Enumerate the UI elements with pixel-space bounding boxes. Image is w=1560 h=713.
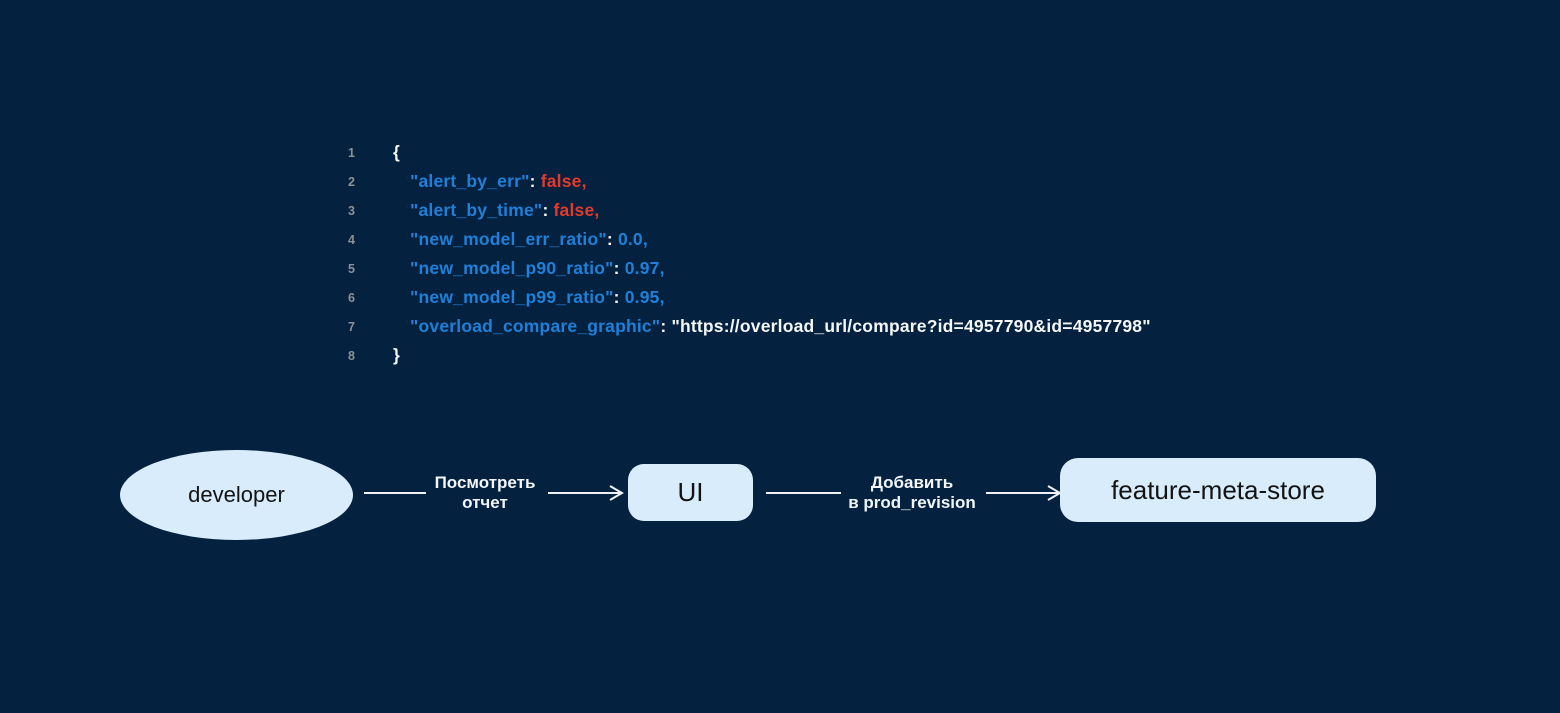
- code-text: "new_model_p90_ratio": 0.97,: [393, 258, 665, 279]
- code-token-bool: false,: [540, 171, 587, 191]
- code-text: "alert_by_err": false,: [393, 171, 587, 192]
- edge-label-view-report: Посмотреть отчет: [420, 473, 550, 513]
- code-token-plain: :: [542, 200, 554, 220]
- line-number: 1: [348, 145, 355, 160]
- code-text: "new_model_p99_ratio": 0.95,: [393, 287, 665, 308]
- connector-line-ui: [766, 492, 841, 494]
- code-token-plain: :: [660, 316, 672, 336]
- edge-label-line: отчет: [462, 493, 508, 512]
- node-developer: developer: [120, 450, 353, 540]
- node-ui-label: UI: [677, 477, 704, 507]
- code-token-num: 0.97,: [624, 258, 665, 278]
- code-token-plain: :: [613, 287, 625, 307]
- line-number: 8: [348, 348, 355, 363]
- connector-line-developer: [364, 492, 426, 494]
- line-number: 6: [348, 290, 355, 305]
- code-token-num: 0.95,: [624, 287, 665, 307]
- arrow-right-icon: [986, 485, 1062, 501]
- code-token-key: "alert_by_err": [410, 171, 530, 191]
- code-token-key: "overload_compare_graphic": [410, 316, 661, 336]
- node-feature-meta-store: feature-meta-store: [1060, 458, 1376, 522]
- code-line: 7 "overload_compare_graphic": "https://ov…: [335, 312, 1151, 341]
- edge-label-add-to-prod-revision: Добавить в prod_revision: [838, 473, 986, 513]
- line-number: 3: [348, 203, 355, 218]
- code-line: 5 "new_model_p90_ratio": 0.97,: [335, 254, 1151, 283]
- code-text: "alert_by_time": false,: [393, 200, 599, 221]
- code-token-key: "new_model_p99_ratio": [410, 287, 614, 307]
- edge-label-line: в prod_revision: [848, 493, 976, 512]
- line-number: 5: [348, 261, 355, 276]
- edge-label-line: Добавить: [870, 473, 954, 492]
- code-token-plain: }: [393, 345, 401, 365]
- code-text: }: [393, 345, 400, 366]
- code-token-key: "new_model_err_ratio": [410, 229, 607, 249]
- code-token-plain: :: [613, 258, 625, 278]
- code-token-plain: :: [606, 229, 618, 249]
- code-line: 6 "new_model_p99_ratio": 0.95,: [335, 283, 1151, 312]
- line-number: 4: [348, 232, 355, 247]
- code-text: {: [393, 142, 400, 163]
- code-line: 1{: [335, 138, 1151, 167]
- node-feature-meta-store-label: feature-meta-store: [1111, 474, 1325, 505]
- code-token-plain: {: [393, 142, 401, 162]
- code-line: 3 "alert_by_time": false,: [335, 196, 1151, 225]
- code-line: 8}: [335, 341, 1151, 370]
- edge-label-line: Посмотреть: [434, 473, 536, 492]
- node-developer-label: developer: [188, 482, 285, 507]
- code-text: "overload_compare_graphic": "https://ove…: [393, 316, 1151, 337]
- code-token-str: "https://overload_url/compare?id=4957790…: [671, 316, 1151, 336]
- code-token-bool: false,: [553, 200, 600, 220]
- code-line: 4 "new_model_err_ratio": 0.0,: [335, 225, 1151, 254]
- arrow-right-icon: [548, 485, 624, 501]
- code-line: 2 "alert_by_err": false,: [335, 167, 1151, 196]
- code-token-num: 0.0,: [617, 229, 648, 249]
- node-ui: UI: [628, 464, 753, 521]
- code-token-key: "alert_by_time": [410, 200, 543, 220]
- code-block: 1{2"alert_by_err": false,3"alert_by_time…: [335, 138, 1151, 370]
- code-token-plain: :: [529, 171, 541, 191]
- code-token-key: "new_model_p90_ratio": [410, 258, 614, 278]
- code-text: "new_model_err_ratio": 0.0,: [393, 229, 648, 250]
- line-number: 7: [348, 319, 355, 334]
- line-number: 2: [348, 174, 355, 189]
